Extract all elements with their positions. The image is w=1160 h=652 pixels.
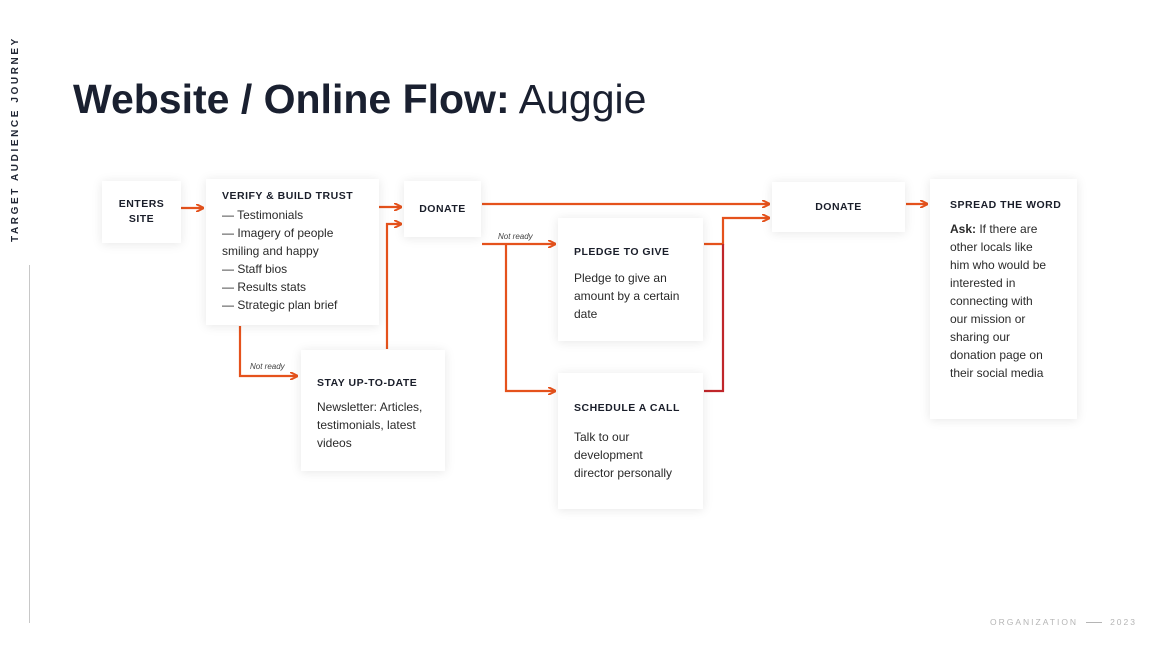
stay-line: videos <box>317 436 352 450</box>
spread-line: connecting with <box>950 294 1033 308</box>
verify-item: — Staff bios <box>222 262 288 276</box>
verify-item: — Testimonials <box>222 208 304 222</box>
spread-line: interested in <box>950 276 1016 290</box>
stay-line: Newsletter: Articles, <box>317 400 423 414</box>
arrow-schedule-to-donate <box>704 244 725 393</box>
spread-line: other locals like <box>950 240 1033 254</box>
node-schedule-a-call: SCHEDULE A CALL Talk to our development … <box>558 373 703 509</box>
stay-heading: STAY UP-TO-DATE <box>317 377 418 389</box>
arrow-branch-to-schedule <box>504 244 555 391</box>
spread-line: their social media <box>950 366 1044 380</box>
side-divider <box>29 265 30 623</box>
footer: ORGANIZATION 2023 <box>990 617 1137 627</box>
node-stay-up-to-date: STAY UP-TO-DATE Newsletter: Articles, te… <box>301 350 445 471</box>
spread-line: donation page on <box>950 348 1043 362</box>
spread-line: If there are <box>976 222 1038 236</box>
node-donate-2: DONATE <box>772 182 905 232</box>
arrow-stay-to-donate <box>385 224 401 349</box>
footer-dash <box>1086 622 1103 624</box>
enters-site-line-2: SITE <box>128 213 155 225</box>
spread-heading: SPREAD THE WORD <box>950 199 1062 211</box>
verify-item: — Imagery of people <box>222 226 334 240</box>
verify-heading: VERIFY & BUILD TRUST <box>222 190 354 202</box>
node-spread-the-word: SPREAD THE WORD Ask: If there are other … <box>930 179 1077 419</box>
verify-item: — Results stats <box>222 280 307 294</box>
schedule-line: Talk to our <box>574 430 630 444</box>
schedule-line: development <box>574 448 643 462</box>
spread-ask-label: Ask: <box>950 222 977 236</box>
schedule-heading: SCHEDULE A CALL <box>574 402 680 414</box>
enters-site-line-1: ENTERS <box>118 198 165 210</box>
schedule-line: director personally <box>574 466 673 480</box>
title-bold: Website / Online Flow: <box>73 76 510 122</box>
node-donate-1: DONATE <box>404 181 481 237</box>
arrow-verify-to-stay <box>238 326 297 376</box>
pledge-line: date <box>574 307 598 321</box>
footer-org: ORGANIZATION <box>990 617 1079 627</box>
node-enters-site: ENTERS SITE <box>102 181 181 243</box>
donate-1-label: DONATE <box>419 203 466 215</box>
note-not-ready-1: Not ready <box>250 362 285 371</box>
spread-line: our mission or <box>950 312 1026 326</box>
node-pledge-to-give: PLEDGE TO GIVE Pledge to give an amount … <box>558 218 703 341</box>
verify-item: — Strategic plan brief <box>222 298 338 312</box>
spread-line: him who would be <box>950 258 1047 272</box>
stay-line: testimonials, latest <box>317 418 416 432</box>
donate-2-label: DONATE <box>815 201 862 213</box>
pledge-heading: PLEDGE TO GIVE <box>574 246 670 258</box>
page-title: Website / Online Flow: Auggie <box>73 76 646 123</box>
pledge-line: amount by a certain <box>574 289 680 303</box>
footer-year: 2023 <box>1110 617 1137 627</box>
title-light: Auggie <box>518 76 647 122</box>
pledge-line: Pledge to give an <box>574 271 667 285</box>
verify-item: smiling and happy <box>222 244 319 258</box>
node-verify-build-trust: VERIFY & BUILD TRUST — Testimonials — Im… <box>206 179 379 325</box>
spread-line: sharing our <box>950 330 1011 344</box>
note-not-ready-2: Not ready <box>498 232 533 241</box>
arrow-pledge-to-donate <box>704 218 769 246</box>
